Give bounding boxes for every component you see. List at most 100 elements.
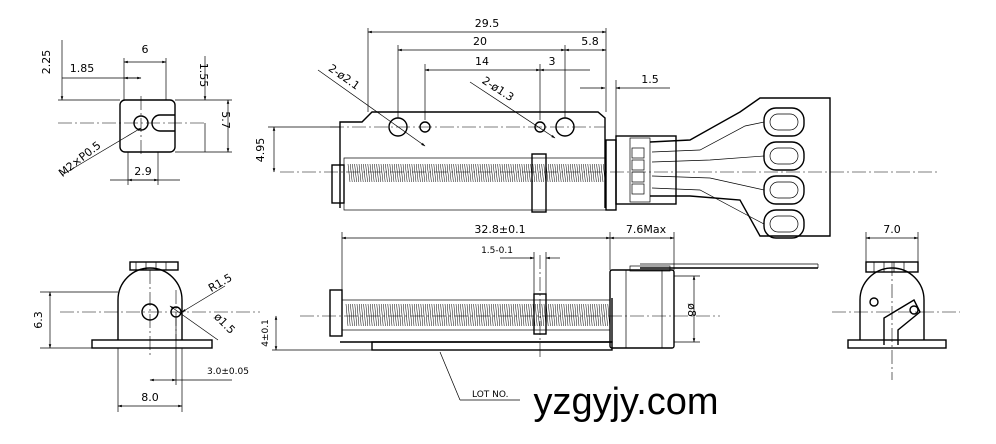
thread-line (565, 303, 569, 327)
thread-line (466, 303, 470, 327)
thread-line (435, 163, 439, 183)
dim-front-length-label: 32.8±0.1 (474, 223, 525, 236)
thread-line (393, 163, 397, 183)
dim-overall-label: 29.5 (475, 17, 500, 30)
thread-line (363, 303, 366, 327)
thread-line (433, 303, 437, 327)
thread-line (547, 163, 551, 183)
thread-line (550, 163, 553, 183)
thread-line (374, 303, 377, 327)
thread-line (398, 303, 402, 327)
thread-line (352, 163, 355, 183)
thread-line (594, 303, 597, 327)
thread-line (424, 303, 428, 327)
thread-line (383, 303, 386, 327)
thread-line (541, 303, 545, 327)
thread-line (532, 163, 536, 183)
thread-line (462, 163, 465, 183)
thread-line (457, 163, 461, 183)
thread-line (477, 303, 481, 327)
thread-line (574, 303, 578, 327)
flex-cable (649, 97, 831, 237)
thread-line (438, 303, 441, 327)
thread-line (484, 303, 487, 327)
thread-line (569, 163, 573, 183)
thread-line (578, 303, 582, 327)
thread-line (559, 303, 562, 327)
end-view-top-left: 6 1.85 2.25 1.55 5.7 M2×P0.5 2.9 (40, 40, 232, 185)
thread-line (405, 303, 408, 327)
thread-line (372, 303, 375, 327)
thread-line (473, 163, 476, 183)
thread-line (561, 303, 564, 327)
thread-line (376, 163, 379, 183)
thread-line (585, 303, 589, 327)
dim-height-c-label: 5.7 (219, 111, 232, 129)
thread-line (349, 163, 353, 183)
thread-line (453, 163, 456, 183)
thread-line (471, 303, 474, 327)
thread-line (556, 163, 560, 183)
thread-line (581, 303, 584, 327)
dim-tab-gap-label: 1.5 (641, 73, 659, 86)
thread-line (464, 163, 467, 183)
thread-line (427, 303, 430, 327)
thread-line (534, 163, 538, 183)
thread-line (508, 163, 511, 183)
thread-line (596, 303, 600, 327)
thread-line (534, 303, 538, 327)
thread-line (431, 163, 434, 183)
thread-line (603, 303, 606, 327)
thread-line (565, 163, 569, 183)
thread-line (422, 163, 426, 183)
thread-line (479, 163, 483, 183)
thread-line (385, 163, 388, 183)
motor-body-top (615, 135, 677, 205)
dim-hole-span-label: 20 (473, 35, 487, 48)
thread-line (358, 303, 362, 327)
thread-line (387, 163, 390, 183)
thread-line (558, 163, 562, 183)
thread-line (374, 163, 377, 183)
thread-line (451, 303, 454, 327)
thread-line (503, 163, 507, 183)
thread-line (484, 163, 487, 183)
thread-line (512, 163, 516, 183)
motor-body-front (609, 269, 675, 349)
thread-line (475, 303, 479, 327)
thread-line (453, 303, 457, 327)
thread-line (508, 303, 512, 327)
thread-line (574, 163, 577, 183)
thread-line (470, 163, 474, 183)
thread-line (444, 303, 448, 327)
thread-line (407, 303, 410, 327)
thread-line (361, 303, 364, 327)
thread-line (497, 303, 501, 327)
thread-line (391, 163, 395, 183)
thread-line (468, 303, 472, 327)
right-side-view: 7.0 (832, 223, 960, 380)
dim-travel-label: 1.5-0.1 (481, 246, 513, 256)
thread-line (460, 303, 463, 327)
thread-line (382, 163, 386, 183)
thread-line (488, 303, 492, 327)
thread-line (537, 303, 540, 327)
dim-shaft-height-label: 4±0.1 (261, 319, 271, 347)
thread-line (526, 303, 529, 327)
thread-line (420, 303, 424, 327)
thread-line (442, 303, 446, 327)
thread-line (576, 163, 580, 183)
hole-large-label: 2-ø2.1 (326, 62, 362, 93)
thread-line (402, 163, 406, 183)
thread-line (365, 303, 369, 327)
thread-line (371, 163, 375, 183)
right-width-label: 7.0 (883, 223, 901, 236)
thread-line (356, 163, 360, 183)
thread-line (501, 303, 505, 327)
thread-line (570, 303, 573, 327)
thread-line (572, 163, 575, 183)
thread-line (459, 163, 463, 183)
thread-line (515, 303, 518, 327)
dim-offset-label: 1.85 (70, 62, 95, 75)
